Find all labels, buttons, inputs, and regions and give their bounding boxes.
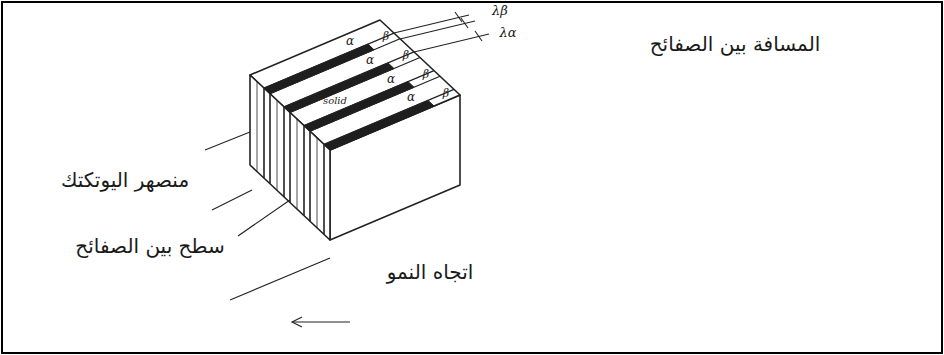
lamella-boundary — [324, 89, 454, 144]
leader-lines — [205, 12, 489, 327]
growth-arrow — [292, 321, 350, 322]
lamella-interface — [303, 126, 305, 216]
interface-label: سطح بين الصفائح — [75, 235, 224, 257]
spacing-label: المسافة بين الصفائح — [650, 33, 821, 55]
melt-leader — [205, 132, 250, 150]
lamella-interface — [323, 144, 325, 234]
growth-direction-label: اتجاه النمو — [387, 261, 474, 283]
spacing-leader — [414, 34, 489, 52]
solid-block — [250, 20, 460, 240]
lamella-interface — [283, 107, 285, 197]
phase-label: β — [383, 31, 389, 43]
ridge-line — [317, 138, 318, 228]
lamella-interface — [263, 88, 265, 178]
phase-label: α — [407, 91, 415, 104]
melt-label: منصهر اليوتكتك — [61, 169, 189, 191]
phase-label: β — [443, 88, 449, 100]
phase-label: α — [366, 54, 374, 67]
ridge-line — [297, 119, 298, 209]
spacing-tick — [461, 18, 468, 28]
ridge-line — [277, 100, 278, 190]
spacing-leader — [400, 21, 475, 39]
melt-leader — [212, 190, 252, 210]
growth-arrow-head — [292, 317, 302, 327]
beta-lamella — [284, 63, 394, 113]
lamella-interface — [269, 94, 271, 184]
phase-label: β — [403, 50, 409, 62]
phase-label: α — [387, 73, 395, 86]
lamella-boundary — [264, 33, 394, 88]
lamella-boundary — [304, 71, 434, 126]
lamella-boundaries-front — [257, 82, 324, 235]
spacing-symbol: λα — [499, 26, 516, 40]
spacing-tick — [455, 12, 462, 22]
lamella-boundary — [284, 52, 414, 107]
lamella-interface — [289, 113, 291, 203]
interface-leader — [238, 200, 290, 236]
phase-label: α — [346, 35, 354, 48]
beta-lamella — [304, 82, 414, 132]
phase-label: solid — [323, 95, 347, 106]
phase-label: β — [423, 69, 429, 81]
growth-leader — [230, 258, 330, 300]
lamella-interface — [309, 131, 311, 221]
spacing-tick — [475, 31, 482, 41]
spacing-leader — [394, 15, 469, 33]
ridge-line — [257, 82, 258, 172]
beta-lamella — [324, 100, 434, 150]
beta-lamella — [264, 44, 374, 94]
spacing-symbol: λβ — [492, 4, 508, 18]
